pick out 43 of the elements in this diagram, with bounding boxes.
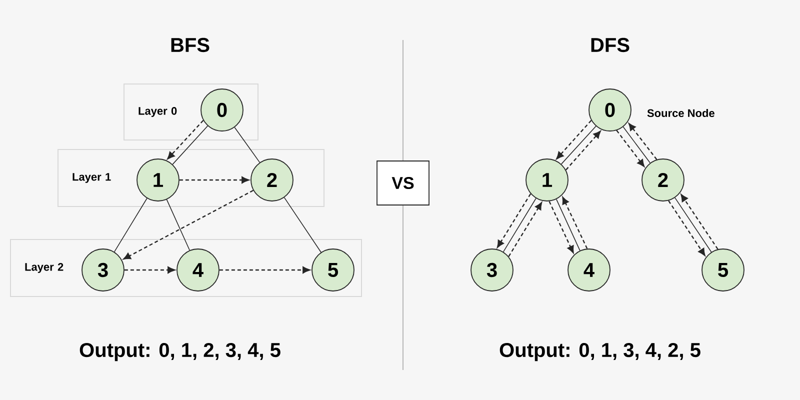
- tree-edge: [560, 126, 596, 164]
- tree-edge: [114, 198, 148, 252]
- traversal-arrow: [616, 130, 645, 167]
- traversal-arrow: [508, 202, 542, 257]
- graph-node: 4: [568, 248, 610, 292]
- graph-node: 0: [588, 88, 632, 132]
- tree-edge: [234, 126, 260, 163]
- graph-node: 3: [470, 248, 514, 292]
- graph-node: 2: [642, 158, 684, 202]
- traversal-arrow: [556, 120, 592, 160]
- traversal-arrow: [548, 201, 574, 254]
- graph-node: 5: [702, 248, 744, 292]
- traversal-arrow: [123, 190, 254, 260]
- traversal-arrow: [628, 123, 658, 160]
- traversal-arrow: [124, 266, 176, 274]
- traversal-arrow: [496, 193, 532, 248]
- traversal-arrow: [680, 194, 718, 250]
- traversal-arrow: [167, 120, 204, 160]
- graph-node: 4: [176, 248, 220, 292]
- node-label: Source Node: [647, 108, 714, 118]
- heading: DFS: [591, 38, 630, 52]
- tree-edge: [284, 197, 322, 253]
- traversal-arrow: [562, 196, 588, 249]
- tree-edge: [674, 197, 712, 252]
- traversal-arrow: [566, 130, 601, 170]
- graph-node: 1: [136, 158, 180, 202]
- traversal-arrow: [219, 266, 310, 274]
- graph-node: 1: [526, 158, 568, 202]
- tree-edge: [172, 126, 208, 165]
- graph-node: 0: [200, 88, 244, 132]
- graph-node: 2: [250, 158, 294, 202]
- traversal-arrow: [668, 200, 706, 256]
- output-text: Output: 0, 1, 3, 4, 2, 5: [500, 342, 700, 362]
- graph-node: 5: [312, 248, 354, 292]
- tree-edge: [166, 199, 190, 251]
- graph-node: 3: [82, 248, 124, 292]
- output-text: Output: 0, 1, 2, 3, 4, 5: [80, 342, 280, 362]
- tree-edge: [556, 198, 580, 251]
- tree-edge: [622, 126, 650, 164]
- tree-edge: [502, 198, 536, 252]
- vs-box: VS: [376, 160, 430, 206]
- traversal-arrow: [179, 176, 250, 184]
- heading: BFS: [171, 38, 210, 52]
